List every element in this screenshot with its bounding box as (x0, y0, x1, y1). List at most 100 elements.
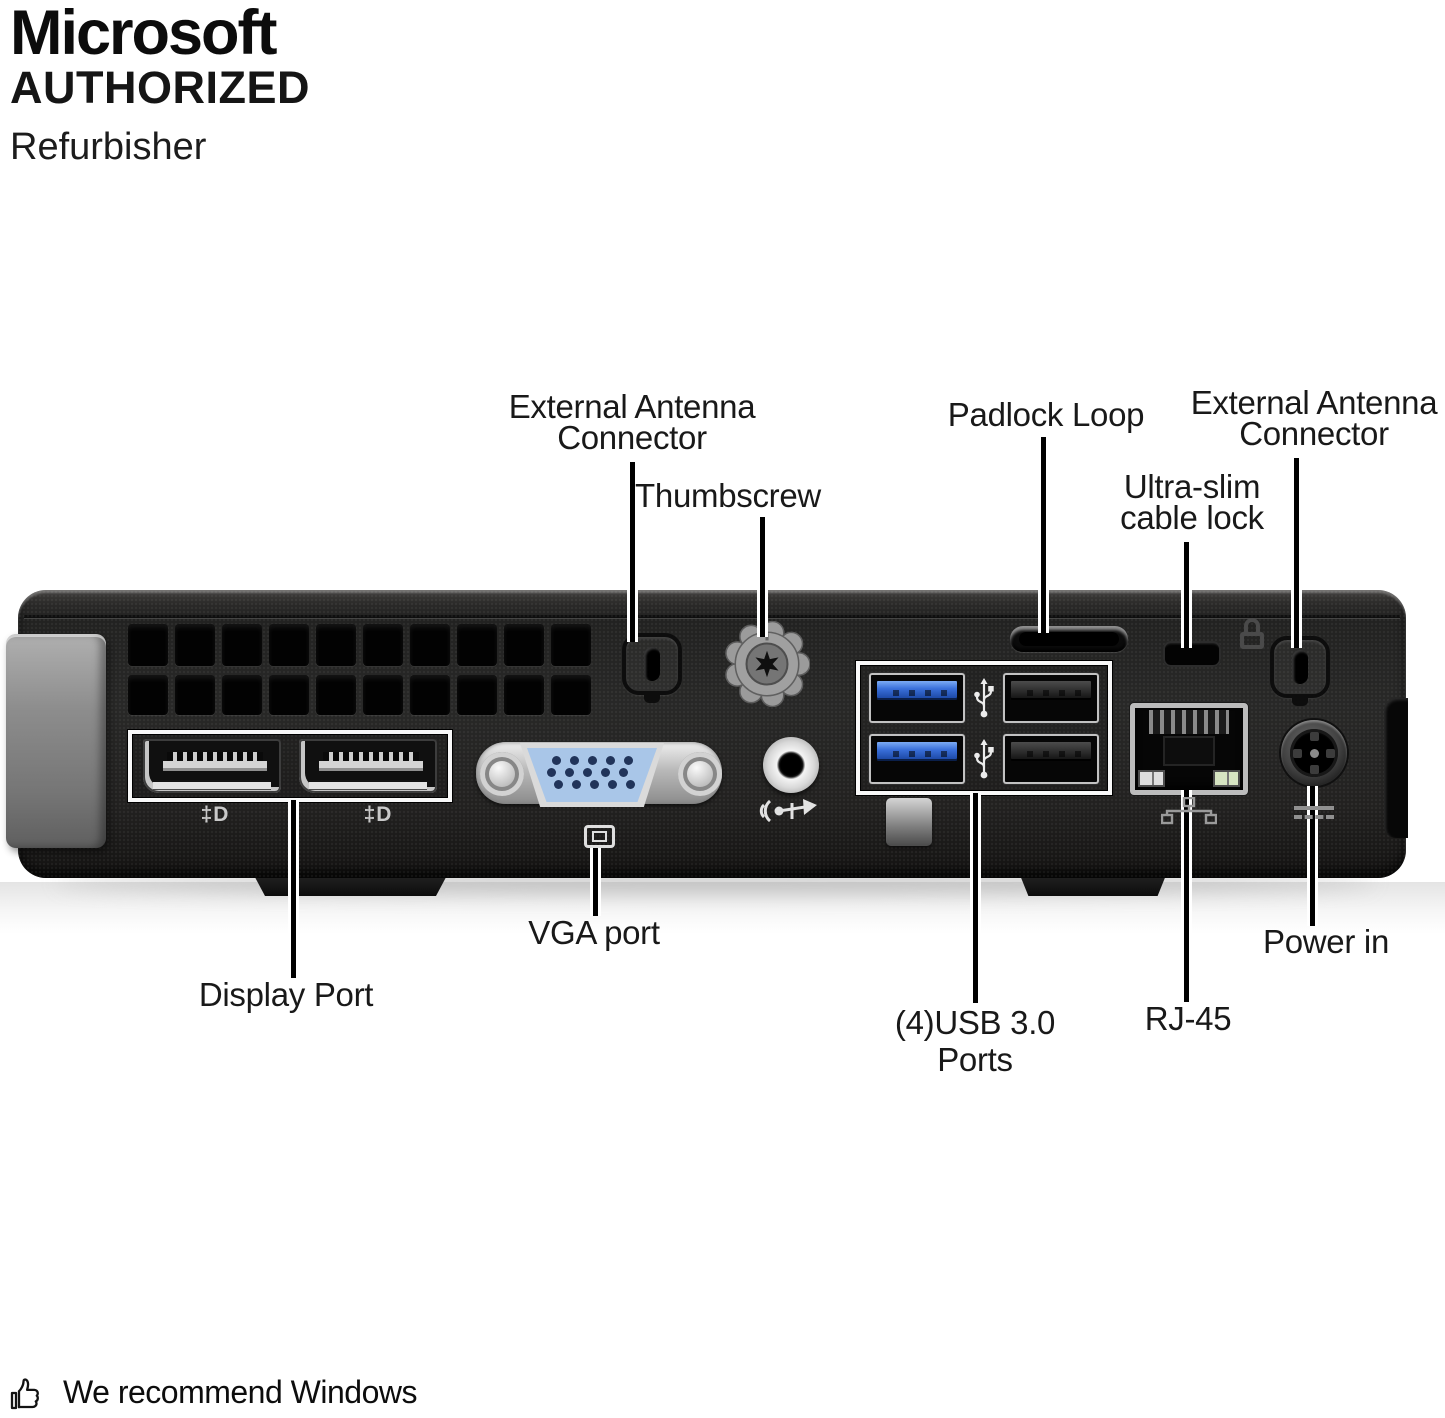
rj45-contacts (1149, 710, 1229, 734)
displayport-shell (153, 782, 271, 789)
audio-line-out-icon (759, 799, 817, 823)
label-line: Padlock Loop (947, 396, 1145, 433)
label-thumbscrew: Thumbscrew (635, 479, 821, 512)
brand-subtitle: AUTHORIZED (10, 62, 310, 113)
leader-line-external-antenna-left (630, 462, 635, 642)
vga-pin-hole (618, 768, 628, 777)
label-line: Connector (557, 419, 707, 456)
displayport-contacts (323, 752, 419, 761)
vga-pin-hole (582, 768, 592, 777)
label-power-in: Power in (1263, 923, 1389, 960)
vent-hole (504, 675, 544, 715)
usb-port-bottom-right (1003, 733, 1099, 784)
displayport-logo-icon: ‡D (200, 803, 230, 826)
vga-pin-row (529, 780, 657, 789)
leader-line-display-port (291, 800, 296, 978)
external-antenna-connector-left (622, 633, 682, 695)
leader-line-external-antenna-right (1294, 458, 1299, 648)
vga-pin-row (527, 756, 657, 765)
vent-hole (222, 624, 262, 666)
usb3-port-top (869, 672, 965, 723)
vga-pin-hole (587, 756, 597, 765)
label-usb-ports: (4)USB 3.0 Ports (895, 1004, 1056, 1078)
usb-highlight-box (856, 661, 1112, 795)
dc-dashed-line (1294, 815, 1334, 819)
label-ultra-slim-cable-lock: Ultra-slim cable lock (1120, 468, 1264, 534)
leader-line-rj45 (1184, 790, 1189, 1002)
vent-hole (504, 624, 544, 666)
cable-lock-slot (1163, 641, 1221, 667)
vga-connector-face (527, 748, 657, 802)
vent-hole (269, 624, 309, 666)
power-notch (1309, 765, 1319, 774)
power-notch (1293, 748, 1302, 758)
vga-screw-post-right (678, 752, 722, 796)
vga-pin-hole (623, 756, 633, 765)
vga-pin-row (527, 768, 652, 777)
label-line: Display Port (198, 976, 374, 1013)
vga-pin-hole (571, 780, 581, 789)
vga-pin-hole (553, 780, 563, 789)
vga-pin-hole (551, 756, 561, 765)
vent-hole (363, 624, 403, 666)
thumbs-up-icon (10, 1378, 39, 1410)
chassis-edge-notch (1384, 698, 1408, 838)
vent-hole (410, 624, 450, 666)
vga-pin-hole (564, 768, 574, 777)
power-notch (1326, 748, 1335, 758)
label-padlock-loop: Padlock Loop (947, 396, 1145, 433)
lid-seam (24, 615, 1400, 618)
vga-pin-hole (546, 768, 556, 777)
label-line: VGA port (528, 914, 660, 951)
leader-line-cable-lock (1184, 542, 1189, 648)
label-external-antenna-connector-left: External Antenna Connector (509, 390, 756, 456)
padlock-shackle (1244, 618, 1260, 633)
label-external-antenna-connector-right: External Antenna Connector (1191, 386, 1438, 450)
padlock-loop-slot (1010, 626, 1128, 652)
side-latch-handle (6, 634, 106, 848)
vent-hole (457, 624, 497, 666)
power-jack-barrel (1290, 729, 1338, 777)
power-center-pin (1309, 748, 1319, 758)
label-line: RJ-45 (1144, 1000, 1232, 1037)
usb3-port-bottom (869, 733, 965, 784)
vga-screw-post-left (480, 752, 524, 796)
leader-line-padlock-loop (1041, 437, 1046, 633)
displayport-contacts (167, 752, 263, 761)
power-notch (1309, 732, 1319, 741)
label-rj45: RJ-45 (1144, 1000, 1232, 1037)
vga-pin-hole (589, 780, 599, 789)
label-line: Ultra-slim (1123, 468, 1261, 505)
vent-hole (222, 675, 262, 715)
vent-hole (316, 675, 356, 715)
vga-pin-hole (625, 780, 635, 789)
displayport-port-2 (299, 739, 437, 793)
vent-hole (551, 624, 591, 666)
rj45-opening (1163, 736, 1215, 766)
label-vga-port: VGA port (528, 914, 660, 951)
usb-tongue (877, 741, 957, 759)
rj45-link-led (1213, 770, 1240, 787)
displayport-port-1 (143, 739, 281, 793)
thumbscrew-knob-icon (725, 621, 810, 707)
external-antenna-connector-right (1270, 636, 1330, 698)
vga-pin-hole (600, 768, 610, 777)
vent-hole (551, 675, 591, 715)
vent-hole (457, 675, 497, 715)
usb-tongue (1011, 741, 1091, 759)
vent-hole (128, 675, 168, 715)
label-line: Power in (1263, 923, 1389, 960)
refurbisher-branding: Microsoft AUTHORIZED Refurbisher (10, 0, 310, 168)
displayport-tongue (319, 761, 423, 771)
vent-hole (175, 675, 215, 715)
usb-port-top-right (1003, 672, 1099, 723)
rj45-activity-led (1138, 770, 1165, 787)
displayport-highlight-box (128, 730, 452, 802)
vga-monitor-icon (584, 825, 615, 848)
rj45-ethernet-port (1130, 703, 1248, 795)
usb-icon (974, 738, 994, 778)
brand-title: Microsoft (10, 0, 277, 68)
vent-hole (410, 675, 450, 715)
vent-hole (316, 624, 356, 666)
